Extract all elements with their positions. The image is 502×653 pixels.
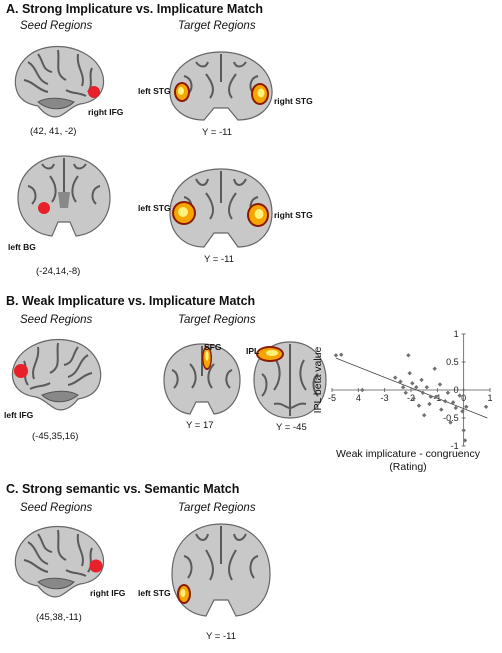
target-right-label: right STG [274,96,313,106]
data-point [419,377,424,383]
data-point [464,404,469,409]
data-point [437,382,443,387]
data-point [339,352,344,357]
data-point [333,353,339,358]
target-right-label: right STG [274,210,313,220]
data-point [403,390,408,395]
y-tick-label: -0.5 [443,413,459,423]
seed-coordinate: (-24,14,-8) [36,266,81,277]
data-point [393,375,398,380]
seed-marker [88,86,100,98]
target-left-label: left STG [138,86,171,96]
data-point [461,428,466,433]
y-tick-label: 0 [454,385,459,395]
y-axis-label: IPL beta value [312,346,324,414]
seed-marker [38,202,50,214]
x-axis-label: Weak implicature - congruency (Rating) [336,448,480,473]
regression-line [335,357,488,419]
data-point [414,385,419,390]
data-point [453,405,458,411]
data-point [439,407,444,412]
coronal-brain-image [169,51,273,121]
data-point [421,413,427,418]
axial-brain-image [253,341,327,419]
target-y-coordinate: Y = -11 [202,127,233,138]
section-a-seed-heading: Seed Regions [20,20,93,32]
data-point [411,396,416,401]
section-c-title: C. Strong semantic vs. Semantic Match [6,482,240,496]
seed-region-label: right IFG [88,107,124,117]
data-point [424,385,429,390]
section-a-target-heading: Target Regions [178,20,256,32]
y-tick-label: 0.5 [446,357,459,367]
seed-region-label: left BG [8,242,36,252]
data-point [443,399,448,404]
coronal-seed-brain-image [17,155,111,237]
target-y-coordinate: Y = -11 [204,254,235,265]
seed-region-label: right IFG [90,588,126,598]
x-tick-label: -2 [407,393,415,403]
data-point [462,438,468,443]
scatter-chart: -54-3-2-10110.50-0.5-1 [328,329,493,451]
section-b-title: B. Weak Implicature vs. Implicature Matc… [6,294,256,308]
target-left-label: left STG [138,588,171,598]
data-point [420,390,426,395]
target-y-coordinate: Y = -45 [276,422,307,433]
data-point [433,394,439,399]
coronal-brain-image [171,523,271,617]
seed-coordinate: (-45,35,16) [32,431,79,442]
coronal-brain-image [169,168,273,248]
y-tick-label: 1 [454,329,459,339]
x-tick-label: -3 [381,393,389,403]
data-point [445,390,451,395]
data-point [407,371,412,376]
data-point [432,366,437,371]
data-point [448,420,453,425]
data-point [398,379,403,384]
data-point [427,401,432,407]
x-tick-label: 0 [461,393,466,403]
x-tick-label: 4 [356,393,361,403]
target-sfg-label: SFG [204,342,222,352]
target-y-coordinate: Y = -11 [206,631,237,642]
section-b-target-heading: Target Regions [178,314,256,326]
section-b-seed-heading: Seed Regions [20,314,93,326]
coronal-brain-image [163,343,241,415]
seed-region-label: left IFG [4,410,34,420]
seed-marker [14,364,28,378]
seed-coordinate: (45,38,-11) [36,612,82,623]
data-point [360,387,365,393]
section-c-seed-heading: Seed Regions [20,502,93,514]
data-point [406,353,411,358]
data-point [483,404,489,409]
data-point [416,403,422,408]
data-point [410,381,415,386]
data-point [460,409,465,414]
target-ipl-label: IPL [246,346,260,356]
data-point [400,385,406,390]
target-y-coordinate: Y = 17 [186,420,214,431]
seed-marker [89,559,103,573]
sagittal-brain-image [14,525,105,598]
sagittal-brain-image [14,45,105,118]
data-point [457,393,462,398]
x-tick-label: -5 [328,393,336,403]
x-tick-label: 1 [487,393,492,403]
section-c-target-heading: Target Regions [178,502,256,514]
data-point [428,394,433,399]
seed-coordinate: (42, 41, -2) [30,126,77,137]
target-left-label: left STG [138,203,171,213]
y-tick-label: -1 [451,441,459,451]
sagittal-brain-image [11,338,102,411]
section-a-title: A. Strong Implicature vs. Implicature Ma… [6,2,264,16]
